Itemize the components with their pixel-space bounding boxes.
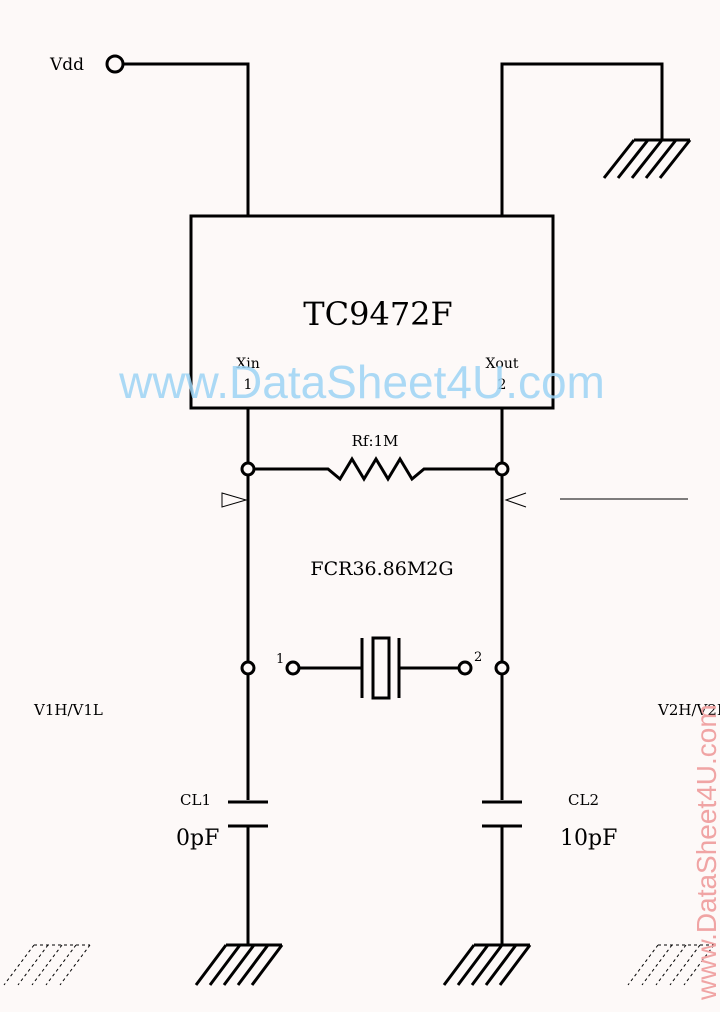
watermark-center: www.DataSheet4U.com — [118, 356, 605, 408]
crystal-part: FCR36.86M2G — [310, 558, 453, 580]
resistor-node-left — [240, 461, 256, 477]
ground-symbol-faint-left — [3, 944, 91, 986]
crystal-pin1-label: 1 — [276, 652, 284, 667]
crystal-node-left — [240, 660, 256, 676]
chip-pin1-num: 1 — [244, 377, 253, 393]
crystal-pin2-terminal — [457, 660, 473, 676]
chip-body — [189, 214, 555, 410]
ground-symbol-right — [442, 943, 532, 986]
vdd-label: Vdd — [49, 55, 84, 75]
cl1-label: CL1 — [180, 791, 211, 809]
vdd-terminal — [105, 54, 125, 74]
vdd-wire — [123, 62, 250, 216]
feedback-resistor — [255, 456, 495, 482]
chip-pin2-name: Xout — [485, 356, 518, 372]
chip-name: TC9472F — [303, 295, 452, 333]
probe-arrow-left — [221, 492, 248, 508]
right-level-label: V2H/V2L — [657, 701, 720, 719]
crystal-node-right — [494, 660, 510, 676]
resistor-label: Rf:1M — [352, 432, 399, 450]
gnd-top-wire — [500, 62, 664, 216]
chip-pin2-num: 2 — [498, 377, 507, 393]
resistor-node-right — [494, 461, 510, 477]
cl2-label: CL2 — [568, 791, 599, 809]
crystal-pin2-label: 2 — [474, 650, 482, 665]
ground-symbol-faint-right — [627, 944, 715, 986]
crystal-body — [371, 636, 391, 700]
chip-pin1-name: Xin — [236, 356, 259, 372]
crystal-pin1-terminal — [285, 660, 301, 676]
cl2-value: 10pF — [560, 826, 617, 851]
watermark-side: www.DataSheet4U.com — [691, 704, 720, 1001]
left-level-label: V1H/V1L — [33, 701, 103, 719]
probe-arrow-right — [504, 492, 527, 508]
cl1-value: 0pF — [176, 826, 219, 851]
ground-symbol-left — [194, 943, 284, 986]
ground-symbol-top — [602, 138, 692, 179]
